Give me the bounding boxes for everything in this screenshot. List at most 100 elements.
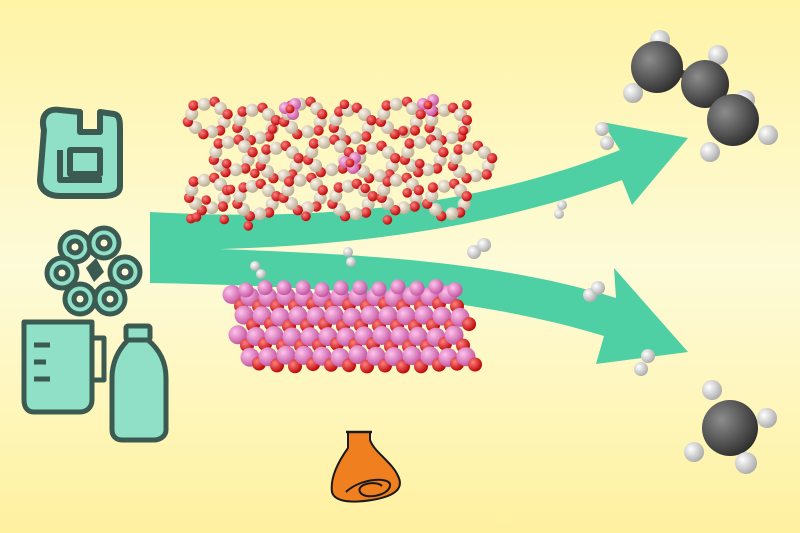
oxygen-atom [366,115,377,126]
carbon-atom [681,60,729,108]
plastic-container-icon [37,106,123,199]
zeolite-framework [182,94,498,231]
oxygen-atom [250,168,260,179]
metal-atom [352,280,368,296]
oxygen-atom [237,106,248,117]
metal-oxide-crystal [222,279,482,374]
silicon-atom [406,102,419,115]
metal-atom [257,280,273,296]
oxygen-atom [188,176,199,187]
oxygen-atom [222,109,233,120]
carbon-atom [707,94,759,146]
oxygen-atom [415,109,426,120]
oxygen-atom [481,169,492,180]
metal-atom [238,282,254,298]
oxygen-atom [404,138,415,149]
lower-product-arrow [150,247,688,364]
oxygen-atom [409,125,421,136]
silicon-atom [238,140,251,153]
silicon-atom [461,141,475,155]
oxygen-atom [301,211,311,222]
silicon-atom [301,125,315,139]
hydrogen-atom [735,452,757,474]
oxygen-atom [221,158,232,169]
oxygen-atom [213,138,224,149]
hydrogen-atom [758,125,778,145]
oxygen-atom [453,144,464,155]
oxygen-atom [360,131,372,142]
silicon-atom [401,145,415,159]
silicon-atom [349,131,363,145]
oxygen-atom [468,357,482,372]
hydrogen-atom [702,380,722,400]
oxygen-atom [188,100,199,111]
metal-atom [295,280,311,296]
oxygen-atom [431,163,443,174]
silicon-atom [205,201,219,215]
silicon-atom [445,207,459,221]
metal-atom [228,325,248,345]
silicon-atom [445,131,459,145]
silicon-atom [317,135,331,149]
metal-atom [333,280,349,296]
oxygen-atom [461,191,472,202]
oxygen-atom [462,317,476,332]
silicon-atom [469,169,483,183]
oxygen-atom [345,158,355,168]
oxygen-atom [217,201,229,212]
metal-atom [402,346,422,366]
hydrogen-atom [708,45,728,65]
silicon-atom [413,135,427,149]
oxygen-atom [308,138,320,149]
oxygen-atom [423,100,433,110]
silicon-atom [269,141,283,155]
oxygen-atom [360,207,372,218]
catalyst-flask-icon [330,430,401,503]
oxygen-atom [317,185,328,196]
oxygen-atom [409,201,420,212]
oxygen-atom [462,100,472,110]
oxygen-atom [285,104,295,114]
oxygen-atom [381,100,392,111]
carbon-atom [702,400,758,456]
metal-atom [371,281,387,297]
plastic-pellets-icon [44,225,143,317]
silicon-atom [425,113,439,127]
silicon-atom [437,103,451,117]
oxygen-atom [438,147,449,158]
silicon-atom [229,163,243,177]
oxygen-atom [317,109,328,120]
silicon-atom [245,103,259,117]
silicon-atom [389,97,403,111]
propane-molecule [623,30,778,162]
oxygen-atom [339,99,350,110]
silicon-atom [429,203,442,216]
oxygen-atom [458,125,469,136]
metal-atom [390,279,406,295]
oxygen-atom [243,221,254,231]
metal-atom [222,285,242,304]
metal-atom [396,306,416,326]
silicon-atom [389,173,403,187]
hydrogen-atom [684,442,704,462]
oxygen-atom [255,178,266,189]
silicon-atom [437,179,451,193]
oxygen-atom [283,176,295,187]
oxygen-atom [240,163,251,174]
metal-atom [428,279,444,294]
oxygen-atom [461,115,473,126]
silicon-atom [301,201,315,215]
silicon-atom [365,141,379,155]
metal-atom [276,345,296,365]
silicon-atom [262,184,275,197]
metal-atom [314,282,330,298]
oxygen-atom [267,124,278,134]
oxygen-atom [270,115,282,126]
oxygen-atom [360,183,371,194]
silicon-atom [197,97,211,111]
oxygen-atom [402,188,413,198]
oxygen-atom [427,182,439,193]
metal-atom [409,280,425,296]
